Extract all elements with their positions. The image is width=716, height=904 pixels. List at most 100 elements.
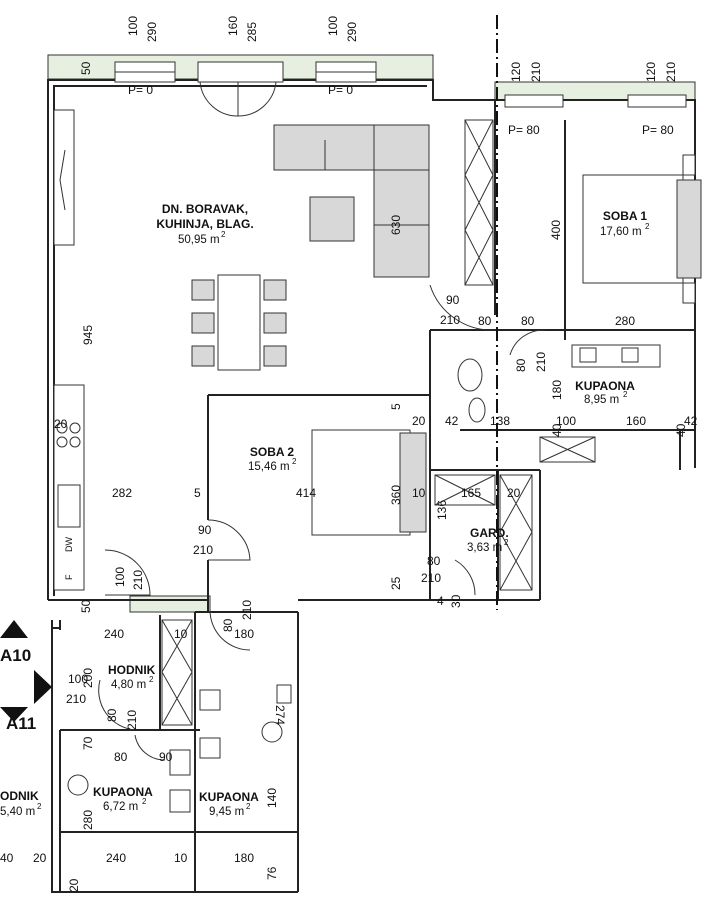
window-3-width: 100 xyxy=(326,16,340,36)
arrow-right-icon xyxy=(34,670,52,704)
dim-240-b: 240 xyxy=(106,851,126,865)
room-gard: GARD. 3,63 m 2 xyxy=(467,526,509,554)
room-hodnik2: ODNIK 5,40 m 2 xyxy=(0,789,42,818)
dim-80-c: 80 xyxy=(514,358,528,372)
exterior-strip-bottom xyxy=(129,595,211,613)
room-hodnik2-area: 5,40 m xyxy=(0,806,35,818)
room-kupaona-a: KUPAONA 8,95 m 2 xyxy=(575,379,635,406)
dim-210-c: 210 xyxy=(193,543,213,557)
room-gard-name: GARD. xyxy=(470,526,509,540)
room-soba2: SOBA 2 15,46 m 2 xyxy=(248,445,297,473)
room-living: DN. BORAVAK, KUHINJA, BLAG. 50,95 m 2 xyxy=(156,202,253,246)
dim-80-b: 80 xyxy=(521,314,535,328)
dim-280-b: 280 xyxy=(81,810,95,830)
room-soba2-name: SOBA 2 xyxy=(250,445,295,459)
window-5-height: 210 xyxy=(664,62,678,82)
dim-90-c: 90 xyxy=(159,750,173,764)
dimension-labels: 50 945 630 400 90 210 80 80 280 80 210 1… xyxy=(0,61,698,892)
room-living-area: 50,95 m xyxy=(178,234,220,246)
window-right-2 xyxy=(627,94,687,108)
dim-5-b: 5 xyxy=(194,486,201,500)
room-kupaona-a-name: KUPAONA xyxy=(575,379,635,393)
window-3-parapet: P= 0 xyxy=(328,83,353,97)
room-kupaona-b-area: 6,72 m xyxy=(103,801,138,813)
dim-70: 70 xyxy=(81,736,95,750)
dim-100-b: 100 xyxy=(113,567,127,587)
dim-20-c: 20 xyxy=(33,851,47,865)
dim-180-b: 180 xyxy=(234,627,254,641)
dim-30: 30 xyxy=(449,594,463,608)
dim-210-f: 210 xyxy=(240,600,254,620)
dim-50-top: 50 xyxy=(79,61,93,75)
dim-42-a: 42 xyxy=(445,414,459,428)
room-soba1-name: SOBA 1 xyxy=(603,209,648,223)
dim-400: 400 xyxy=(549,220,563,240)
window-5-parapet: P= 80 xyxy=(642,123,674,137)
dishwasher-label: DW xyxy=(64,537,74,552)
room-kupaona-b-name: KUPAONA xyxy=(93,785,153,799)
dim-42-b: 42 xyxy=(684,414,698,428)
window-4-width: 120 xyxy=(509,62,523,82)
room-hodnik2-area-sup: 2 xyxy=(37,802,42,811)
room-soba1-area: 17,60 m xyxy=(600,226,642,238)
dim-100-c: 100 xyxy=(68,672,88,686)
room-living-name-2: KUHINJA, BLAG. xyxy=(156,217,253,231)
dim-210-g: 210 xyxy=(66,692,86,706)
dim-40-c: 40 xyxy=(0,851,14,865)
dim-5-a: 5 xyxy=(389,403,403,410)
dim-40-b: 40 xyxy=(674,423,688,437)
room-kupaona-a-area: 8,95 m xyxy=(584,394,619,406)
dim-80-a: 80 xyxy=(478,314,492,328)
window-2-width: 160 xyxy=(226,16,240,36)
dim-10-a: 10 xyxy=(412,486,426,500)
bathroom-fixtures xyxy=(67,344,661,813)
room-kupaona-b: KUPAONA 6,72 m 2 xyxy=(93,785,153,813)
window-4-parapet: P= 80 xyxy=(508,123,540,137)
fridge-label: F xyxy=(64,574,74,580)
dim-10-b: 10 xyxy=(174,627,188,641)
dim-40-a: 40 xyxy=(550,423,564,437)
room-kupaona-b-area-sup: 2 xyxy=(142,797,147,806)
kitchen-counter: DW F xyxy=(53,109,85,591)
dim-282: 282 xyxy=(112,486,132,500)
window-2-height: 285 xyxy=(245,22,259,42)
dim-4: 4 xyxy=(437,594,444,608)
bed-soba1 xyxy=(582,154,702,304)
room-soba1: SOBA 1 17,60 m 2 xyxy=(600,209,650,238)
window-3-height: 290 xyxy=(345,22,359,42)
marker-a10: A10 xyxy=(0,646,31,665)
doors xyxy=(98,284,546,761)
room-kupaona-c-name: KUPAONA xyxy=(199,790,259,804)
bed-soba2 xyxy=(311,429,427,536)
window-top-2 xyxy=(197,61,284,117)
room-hodnik-area-sup: 2 xyxy=(149,675,154,684)
dim-80-d: 80 xyxy=(427,554,441,568)
window-4-height: 210 xyxy=(529,62,543,82)
dim-20-b: 20 xyxy=(507,486,521,500)
room-kupaona-c-area: 9,45 m xyxy=(209,806,244,818)
dim-210-e: 210 xyxy=(131,570,145,590)
wardrobe-gard xyxy=(434,474,533,591)
wardrobe-living xyxy=(464,119,494,286)
dim-80-f: 80 xyxy=(105,708,119,722)
window-top-1 xyxy=(114,61,176,83)
room-gard-area: 3,63 m xyxy=(467,542,502,554)
dim-280: 280 xyxy=(615,314,635,328)
dim-240-a: 240 xyxy=(104,627,124,641)
room-living-name-1: DN. BORAVAK, xyxy=(162,202,248,216)
dim-630: 630 xyxy=(389,215,403,235)
dim-210-d: 210 xyxy=(421,571,441,585)
dim-274: 274 xyxy=(273,705,287,725)
room-hodnik: HODNIK 4,80 m 2 xyxy=(108,663,156,691)
dim-140: 140 xyxy=(265,788,279,808)
lower-walls xyxy=(51,611,299,893)
arrow-up-icon xyxy=(0,620,28,638)
window-1-height: 290 xyxy=(145,22,159,42)
window-1-width: 100 xyxy=(126,16,140,36)
dim-138: 138 xyxy=(490,414,510,428)
dim-945: 945 xyxy=(81,325,95,345)
dim-25: 25 xyxy=(389,576,403,590)
room-hodnik-area: 4,80 m xyxy=(111,679,146,691)
window-right-1 xyxy=(504,94,564,108)
